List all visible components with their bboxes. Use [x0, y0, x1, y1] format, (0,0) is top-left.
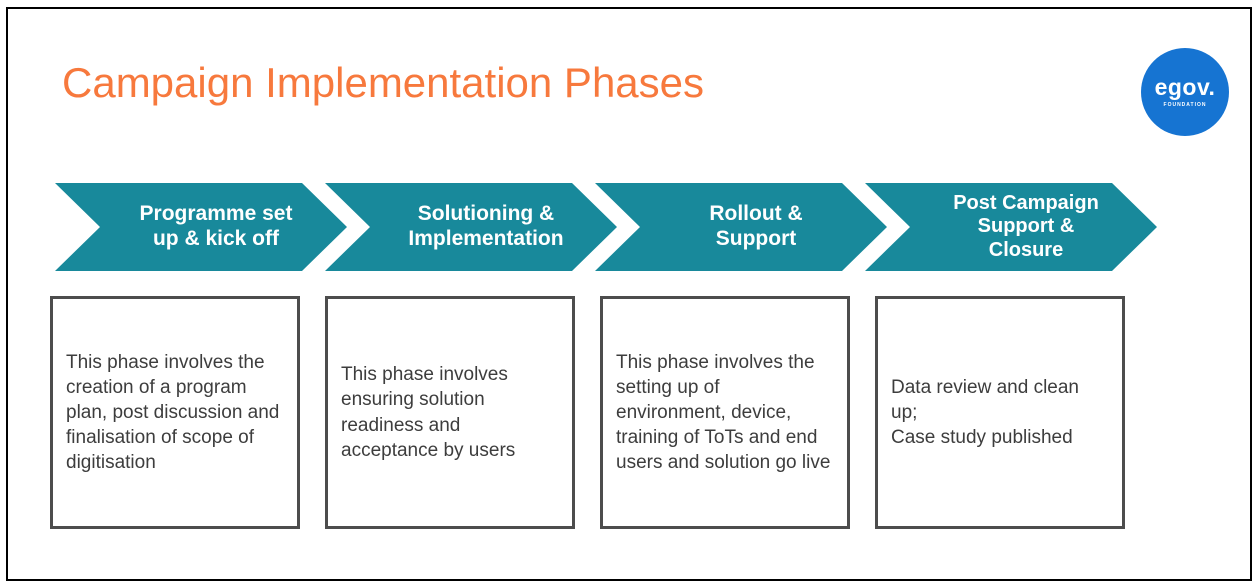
logo-brand-text: egov. — [1154, 74, 1216, 100]
phase-arrow-rollout: Rollout & Support — [595, 183, 887, 271]
phase-arrow-label: Rollout & Support — [709, 202, 803, 250]
egov-foundation-logo: egov. FOUNDATION — [1141, 48, 1229, 136]
phase-arrow-label: Post Campaign Support & Closure — [953, 191, 1099, 261]
phase-description-box-rollout: This phase involves the setting up of en… — [600, 296, 850, 529]
phase-description-text: Data review and clean up; Case study pub… — [891, 376, 1079, 449]
phase-description-text: This phase involves the creation of a pr… — [66, 351, 280, 474]
phase-arrow-post-campaign: Post Campaign Support & Closure — [865, 183, 1157, 271]
phase-description-text: This phase involves the setting up of en… — [616, 351, 831, 474]
phase-description-box-programme-setup: This phase involves the creation of a pr… — [50, 296, 300, 529]
phase-description-text: This phase involves ensuring solution re… — [341, 364, 516, 461]
phase-arrow-programme-setup: Programme set up & kick off — [55, 183, 347, 271]
slide-canvas: Campaign Implementation Phases egov. FOU… — [6, 7, 1252, 581]
logo-subtitle-text: FOUNDATION — [1163, 102, 1207, 108]
phase-arrow-solutioning: Solutioning & Implementation — [325, 183, 617, 271]
phase-description-box-post-campaign: Data review and clean up; Case study pub… — [875, 296, 1125, 529]
phase-arrow-label: Programme set up & kick off — [139, 202, 293, 250]
phase-description-box-solutioning: This phase involves ensuring solution re… — [325, 296, 575, 529]
page-title: Campaign Implementation Phases — [62, 59, 705, 106]
phase-arrow-label: Solutioning & Implementation — [408, 202, 564, 250]
